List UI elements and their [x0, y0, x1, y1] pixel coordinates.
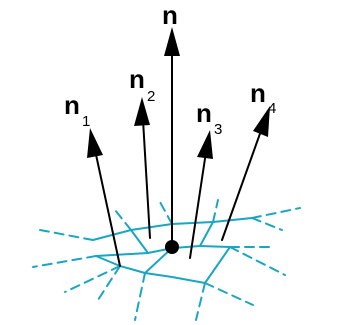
vector-n2-arrowhead [134, 97, 150, 126]
mesh-left-edge [95, 255, 121, 267]
label-n2: n [129, 64, 145, 94]
label-n1: n [64, 90, 80, 120]
label-n3-sub: 3 [214, 121, 222, 138]
vector-n1-arrowhead [87, 128, 103, 158]
label-n1-subscript: 1 [82, 113, 90, 130]
vector-arrowheads [87, 27, 270, 159]
label-n4-base: n [250, 78, 266, 108]
vector-n3-shaft [189, 151, 207, 259]
mesh-dash-10 [251, 207, 301, 219]
mesh-upper-left-spoke [130, 229, 149, 254]
mesh-dash-5 [134, 272, 146, 321]
label-n3-base: n [196, 98, 212, 128]
label-n2-base: n [129, 64, 145, 94]
vector-n4-shaft [221, 127, 263, 241]
vector-n2-shaft [142, 119, 151, 239]
label-n4-sub: 4 [268, 100, 276, 117]
mesh-upper-right-spoke [199, 221, 214, 247]
vector-labels: n n 1 n 2 n 3 n 4 [64, 0, 276, 138]
mesh-lower-edge [119, 265, 206, 284]
mesh-dash-4 [97, 265, 121, 301]
label-n2-subscript: 2 [147, 88, 155, 105]
central-vertex [165, 240, 179, 254]
mesh-dash-8 [229, 246, 286, 276]
mesh-dash-1 [39, 229, 94, 241]
vector-n1-shaft [94, 149, 121, 267]
label-n4: n [250, 78, 266, 108]
mesh-dashed-edges [32, 199, 301, 321]
mesh-dash-12 [114, 209, 132, 231]
mesh-dash-11 [251, 217, 283, 231]
normal-vectors [94, 51, 263, 267]
mesh-dash-13 [212, 199, 219, 223]
label-n1-base: n [64, 90, 80, 120]
label-n3: n [196, 98, 212, 128]
mesh-right-edge [204, 246, 231, 284]
mesh-dash-6 [195, 282, 206, 321]
label-n2-sub: 2 [147, 88, 155, 105]
vector-n-arrowhead [164, 27, 180, 56]
mesh-dash-3 [64, 265, 121, 293]
vector-n4-arrowhead [253, 106, 270, 137]
vector-n3-arrowhead [197, 130, 213, 159]
label-n1-sub: 1 [82, 113, 90, 130]
mesh-dash-2 [32, 255, 97, 268]
label-n4-subscript: 4 [268, 100, 276, 117]
label-n-base: n [162, 0, 178, 30]
label-n3-subscript: 3 [214, 121, 222, 138]
label-n: n [162, 0, 178, 30]
mesh-dash-7 [204, 282, 254, 306]
mesh-dash-14 [159, 201, 173, 225]
